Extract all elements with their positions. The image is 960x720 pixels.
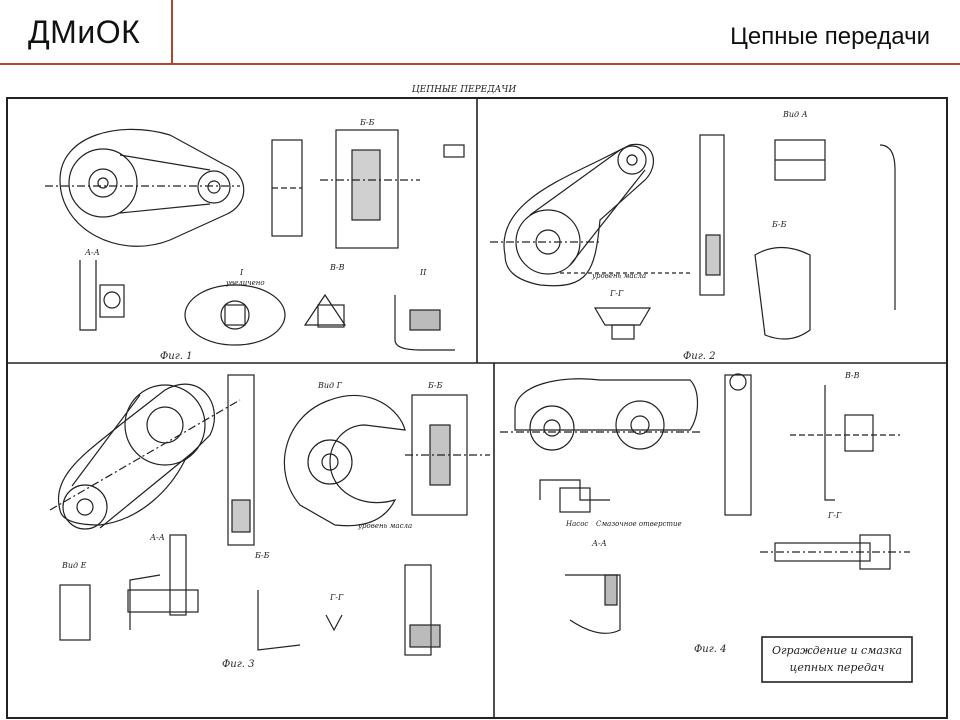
figure-1-drawing [45, 128, 465, 351]
title-block [761, 636, 913, 683]
figure-2-drawing [490, 134, 896, 340]
label-view-e: Вид Е [61, 561, 87, 570]
label-detail-i-fig1: I [239, 268, 244, 277]
slide-header: ДМиОК Цепные передачи [0, 0, 960, 70]
figure-3-drawing [49, 374, 490, 656]
label-section-bb-fig1: Б-Б [359, 118, 375, 127]
header-divider [171, 0, 173, 63]
label-section-vv-fig4: В-В [844, 371, 860, 380]
figure-3-caption: Фиг. 3 [222, 659, 255, 670]
label-oil-level-fig2: уровень масла [591, 272, 646, 280]
figure-4-drawing [500, 373, 910, 634]
label-detail-ii-fig1: II [419, 268, 427, 277]
figure-2-caption: Фиг. 2 [683, 351, 716, 362]
label-section-gg-fig4: Г-Г [827, 511, 842, 520]
slide-title: Цепные передачи [730, 23, 930, 50]
label-section-bb-fig3b: Б-Б [254, 551, 270, 560]
course-brand: ДМиОК [28, 14, 141, 50]
sheet-title: ЦЕПНЫЕ ПЕРЕДАЧИ [412, 85, 517, 95]
label-section-gg-fig3: Г-Г [329, 593, 344, 602]
label-pump: Насос [565, 520, 588, 528]
label-section-gg-fig2: Г-Г [609, 289, 624, 298]
label-section-vv-fig1: В-В [329, 263, 345, 272]
figure-1-caption: Фиг. 1 [160, 351, 193, 362]
label-enlarged-fig1: увеличено [225, 279, 265, 287]
technical-drawing: ЦЕПНЫЕ ПЕРЕДАЧИ Фиг. 1 Фиг. 2 Фиг. 3 Фиг… [6, 85, 948, 719]
header-rule [0, 63, 960, 65]
label-view-a: Вид А [782, 110, 808, 119]
label-section-bb-fig2: Б-Б [771, 220, 787, 229]
label-filler: Смазочное отверстие [596, 520, 682, 528]
title-block-line-1: Ограждение и смазка [772, 644, 902, 657]
label-section-bb-fig3: Б-Б [427, 381, 443, 390]
title-block-line-2: цепных передач [790, 661, 885, 674]
label-oil-level-fig3: уровень масла [357, 522, 412, 530]
label-view-g: Вид Г [317, 381, 343, 390]
label-section-aa-fig3: А-А [149, 533, 165, 542]
figure-4-caption: Фиг. 4 [694, 644, 727, 655]
label-section-aa-fig4: А-А [591, 539, 607, 548]
drawing-sheet: ЦЕПНЫЕ ПЕРЕДАЧИ Фиг. 1 Фиг. 2 Фиг. 3 Фиг… [0, 70, 960, 720]
label-section-aa-fig1: А-А [84, 248, 100, 257]
